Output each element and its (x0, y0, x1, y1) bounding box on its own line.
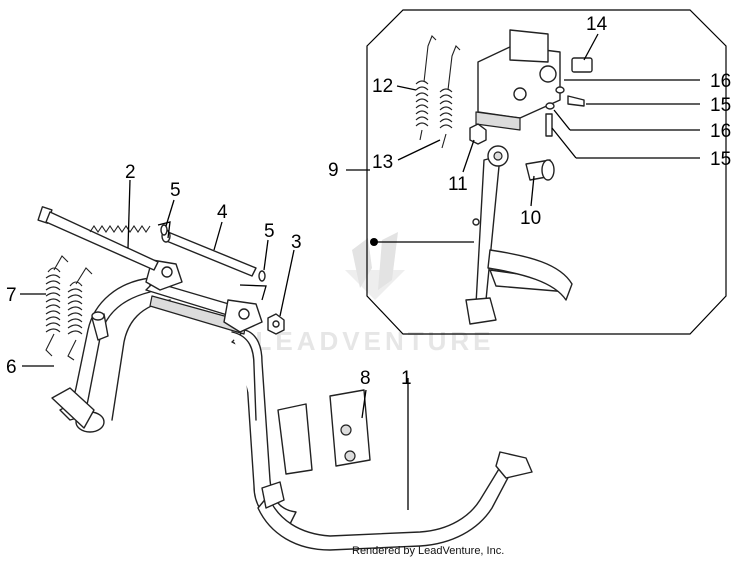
detail-stand-leg (465, 145, 573, 325)
detail-bracket (475, 29, 561, 131)
bracket-5b (239, 284, 267, 301)
callout-9: 9 (328, 160, 339, 181)
washer-16b (545, 102, 555, 110)
watermark-text: LEADVENTURE (255, 326, 494, 356)
callout-1: 1 (401, 368, 412, 389)
nut-11 (469, 123, 487, 145)
springs-main (45, 255, 93, 361)
washer-left (160, 224, 168, 236)
callout-15b: 15 (710, 149, 731, 170)
callout-12: 12 (372, 76, 393, 97)
center-stand (51, 259, 533, 551)
detail-panel (366, 9, 727, 335)
callout-5a: 5 (170, 180, 181, 201)
callout-10: 10 (520, 208, 541, 229)
callout-16a: 16 (710, 71, 731, 92)
footer-credit: Rendered by LeadVenture, Inc. (352, 545, 504, 557)
callout-14: 14 (586, 14, 608, 35)
washer-right (258, 270, 266, 282)
clip-14 (571, 57, 593, 73)
callout-8: 8 (360, 368, 371, 389)
callout-6: 6 (6, 357, 17, 378)
springs-detail (415, 35, 461, 149)
long-bolt (37, 206, 159, 271)
callout-16b: 16 (710, 121, 731, 142)
leader-lines (20, 33, 700, 510)
callout-3: 3 (291, 232, 302, 253)
callout-15a: 15 (710, 95, 731, 116)
callout-7: 7 (6, 285, 17, 306)
bolt-10 (525, 159, 555, 181)
pin-small (91, 311, 109, 341)
callout-4: 4 (217, 202, 228, 223)
callout-5b: 5 (264, 221, 275, 242)
nut (267, 313, 285, 335)
bracket-5a (157, 221, 171, 239)
screw-15a (567, 95, 585, 107)
callout-2: 2 (125, 162, 136, 183)
callout-11: 11 (448, 174, 468, 195)
callout-13: 13 (372, 152, 393, 173)
washer-16a (555, 86, 565, 94)
screw-15b (545, 113, 553, 137)
